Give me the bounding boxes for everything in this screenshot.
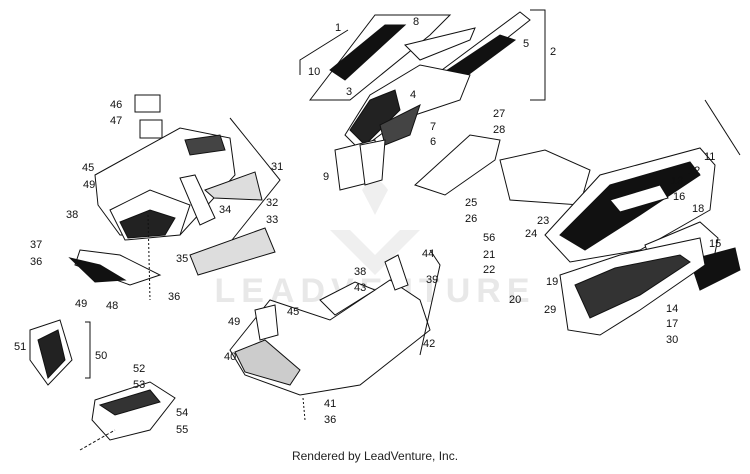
callout-42: 42: [423, 338, 435, 350]
callout-51: 51: [14, 341, 26, 353]
callout-52: 52: [133, 363, 145, 375]
left-lower-brackets: [29, 319, 176, 451]
hood-panel-group: [308, 11, 531, 191]
callout-20: 20: [509, 294, 521, 306]
callout-38a: 38: [66, 209, 78, 221]
callout-24: 24: [525, 228, 537, 240]
callout-49a: 49: [83, 179, 95, 191]
callout-49c: 49: [228, 316, 240, 328]
callout-48: 48: [106, 300, 118, 312]
callout-9: 9: [323, 171, 329, 183]
callout-19: 19: [546, 276, 558, 288]
callout-3: 3: [346, 86, 352, 98]
callout-15: 15: [709, 238, 721, 250]
callout-25: 25: [465, 197, 477, 209]
callout-22: 22: [483, 264, 495, 276]
callout-labels: 1 2 3 4 5 6 7 8 9 10 11 12 13 14 15 16 1…: [14, 16, 721, 436]
callout-13: 13: [671, 175, 683, 187]
callout-6: 6: [430, 136, 436, 148]
callout-18: 18: [692, 203, 704, 215]
callout-56: 56: [483, 232, 495, 244]
callout-45b: 45: [287, 306, 299, 318]
callout-39: 39: [426, 274, 438, 286]
callout-45a: 45: [82, 162, 94, 174]
callout-40: 40: [224, 351, 236, 363]
callout-41: 41: [324, 398, 336, 410]
callout-37: 37: [30, 239, 42, 251]
footer-credit: Rendered by LeadVenture, Inc.: [291, 449, 459, 463]
callout-23: 23: [537, 215, 549, 227]
callout-50: 50: [95, 350, 107, 362]
callout-10: 10: [308, 66, 320, 78]
callout-36b: 36: [168, 291, 180, 303]
callout-29: 29: [544, 304, 556, 316]
callout-46: 46: [110, 99, 122, 111]
callout-32: 32: [266, 197, 278, 209]
callout-8: 8: [413, 16, 419, 28]
callout-31: 31: [271, 161, 283, 173]
callout-12: 12: [688, 165, 700, 177]
callout-54: 54: [176, 407, 188, 419]
callout-11: 11: [704, 151, 715, 163]
callout-1: 1: [335, 22, 341, 34]
bracket-lines: [85, 9, 741, 379]
callout-16: 16: [673, 191, 685, 203]
callout-5: 5: [523, 38, 529, 50]
callout-47: 47: [110, 115, 122, 127]
callout-21: 21: [483, 249, 495, 261]
callout-43: 43: [354, 282, 366, 294]
callout-53: 53: [133, 379, 145, 391]
callout-36a: 36: [30, 256, 42, 268]
callout-2: 2: [550, 46, 556, 58]
callout-38b: 38: [354, 266, 366, 278]
callout-14: 14: [666, 303, 678, 315]
callout-55: 55: [176, 424, 188, 436]
callout-4: 4: [410, 89, 416, 101]
right-side-panels: [414, 134, 741, 336]
callout-49b: 49: [75, 298, 87, 310]
callout-44: 44: [422, 248, 434, 260]
belly-pan: [229, 254, 431, 421]
callout-7: 7: [430, 121, 436, 133]
callout-26: 26: [465, 213, 477, 225]
callout-35: 35: [176, 253, 188, 265]
callout-36c: 36: [324, 414, 336, 426]
callout-27: 27: [493, 108, 505, 120]
left-upper-body: [68, 94, 276, 301]
callout-28: 28: [493, 124, 505, 136]
callout-30: 30: [666, 334, 678, 346]
callout-34: 34: [219, 204, 231, 216]
callout-17: 17: [666, 318, 678, 330]
callout-33: 33: [266, 214, 278, 226]
